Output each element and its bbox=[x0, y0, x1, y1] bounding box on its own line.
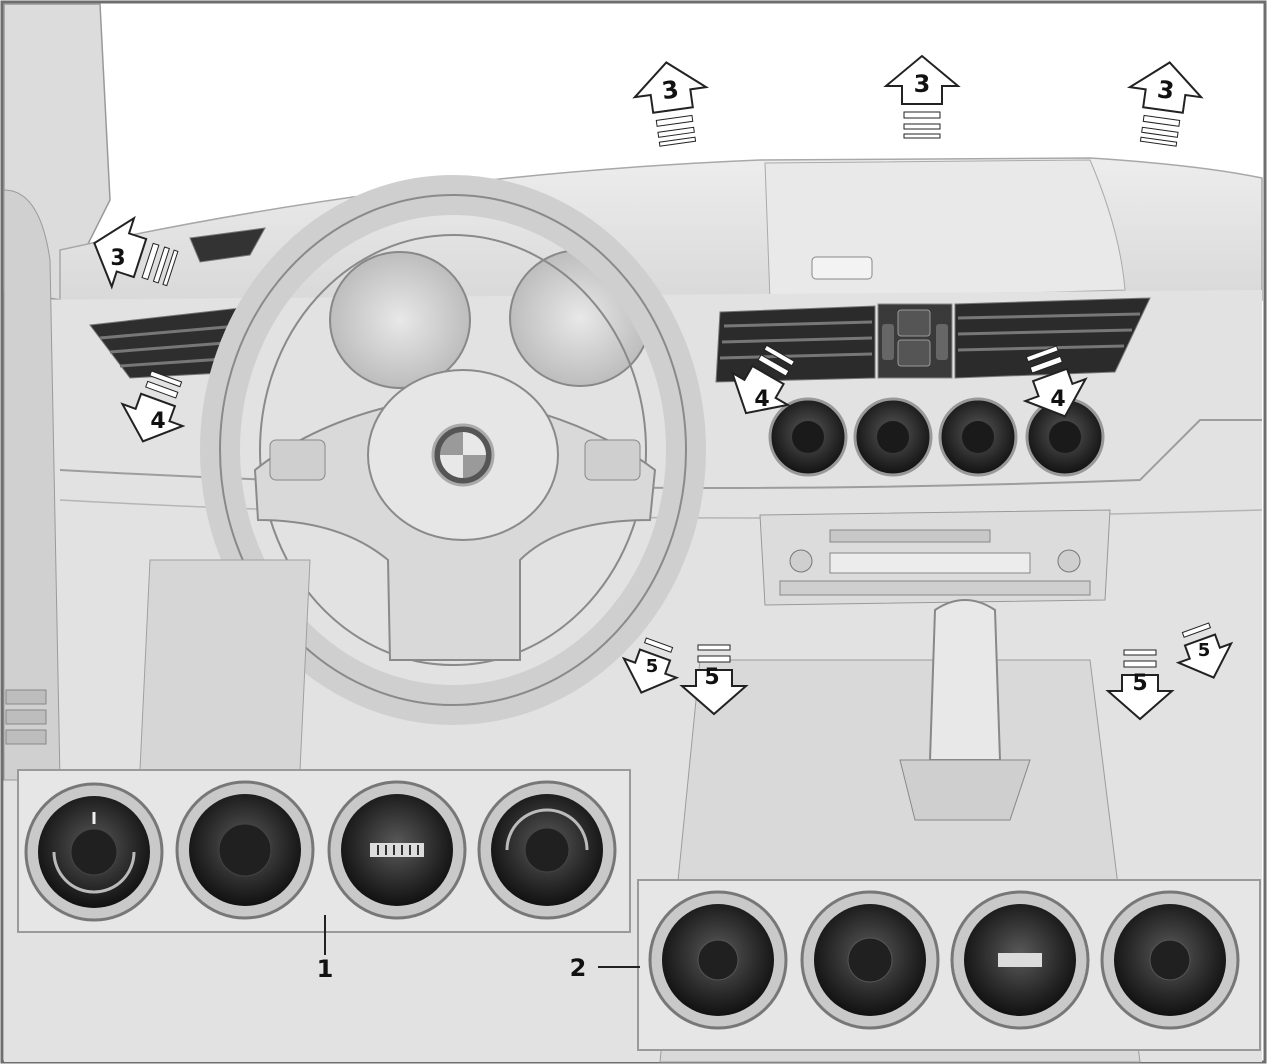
inset1-knob-temp-right[interactable] bbox=[479, 782, 615, 918]
inset-panel-2 bbox=[638, 880, 1260, 1050]
airflow-label-4a: 4 bbox=[150, 409, 165, 434]
airflow-label-3d: 3 bbox=[110, 246, 125, 271]
bmw-logo-icon bbox=[433, 425, 493, 485]
footwell-left bbox=[140, 560, 310, 770]
inset1-knob-temp-left[interactable] bbox=[26, 784, 162, 920]
inset2-knob-fan[interactable] bbox=[952, 892, 1088, 1028]
center-left-air-vent-icon[interactable] bbox=[716, 306, 875, 382]
callout-1-label: 1 bbox=[317, 955, 334, 983]
inset1-knob-fan[interactable] bbox=[329, 782, 465, 918]
inset1-knob-airflow[interactable] bbox=[177, 782, 313, 918]
inset2-knob-airflow[interactable] bbox=[802, 892, 938, 1028]
hazard-button-slot bbox=[812, 257, 872, 279]
airflow-label-5b: 5 bbox=[704, 665, 719, 690]
airflow-label-5a: 5 bbox=[646, 656, 659, 677]
airflow-label-5d: 5 bbox=[1198, 640, 1211, 661]
door-window-switches bbox=[6, 690, 46, 744]
airflow-label-4c: 4 bbox=[1050, 387, 1065, 412]
radio-unit bbox=[760, 510, 1110, 605]
center-switch-cluster bbox=[878, 304, 952, 378]
inset2-knob-temp-left[interactable] bbox=[650, 892, 786, 1028]
airflow-label-3b: 3 bbox=[914, 70, 931, 98]
inset-panel-1 bbox=[18, 770, 630, 932]
airflow-label-5c: 5 bbox=[1132, 671, 1147, 696]
inset2-knob-temp-right[interactable] bbox=[1102, 892, 1238, 1028]
callout-2-label: 2 bbox=[570, 954, 587, 982]
airflow-label-4b: 4 bbox=[754, 387, 769, 412]
